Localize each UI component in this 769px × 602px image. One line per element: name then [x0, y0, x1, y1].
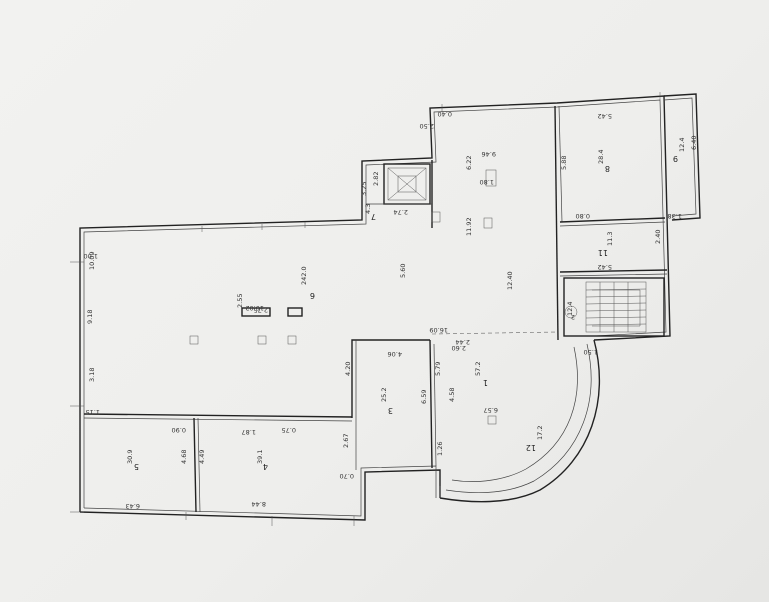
label-area-11: 11.3 — [606, 232, 614, 246]
room-labels: 6 242.0 1 57.2 3 25.2 4 39.1 5 30.9 7 4.… — [126, 138, 686, 471]
window-ticks — [70, 92, 661, 526]
label-room-1: 1 — [483, 378, 488, 387]
label-area-3: 25.2 — [380, 388, 388, 402]
label-area-5: 30.9 — [126, 450, 134, 464]
dim-918: 9.18 — [86, 310, 94, 324]
dim-267: 2.67 — [342, 434, 350, 448]
stair-marker: 2 — [564, 305, 578, 321]
dim-138: 1.38 — [668, 212, 682, 220]
dim-542-top: 5.42 — [598, 112, 612, 120]
dim-250: 2.50 — [420, 122, 434, 130]
dim-040: 0.40 — [438, 110, 452, 118]
dim-406: 4.06 — [388, 350, 402, 358]
label-room-8: 8 — [605, 164, 610, 173]
dim-070: 0.70 — [340, 472, 354, 480]
interior-walls — [83, 105, 668, 513]
label-area-8: 28.4 — [597, 150, 605, 164]
dim-449: 4.49 — [198, 450, 206, 464]
label-room-7: 7 — [371, 212, 376, 221]
label-room-11: 11 — [598, 248, 608, 257]
columns — [189, 169, 497, 425]
dim-150: 1.50 — [584, 348, 598, 356]
dim-244: 2.44 — [456, 338, 470, 346]
dim-255: 2.55 — [236, 294, 244, 308]
label-room-4: 4 — [263, 462, 268, 471]
label-area-1: 57.2 — [474, 362, 482, 376]
dim-420: 4.20 — [344, 362, 352, 376]
label-area-9: 12.4 — [678, 138, 686, 152]
label-room-9: 9 — [673, 154, 678, 163]
dim-274: 2.74 — [394, 208, 408, 216]
dim-080: 0.80 — [576, 212, 590, 220]
dimension-labels: 9.46 5.42 5.42 6.22 5.88 11.92 12.40 5.6… — [84, 110, 698, 510]
dim-946: 9.46 — [482, 150, 496, 158]
label-stair-area: 12.4 — [566, 302, 574, 316]
dim-659: 6.59 — [420, 390, 428, 404]
dim-622: 6.22 — [465, 156, 473, 170]
dim-542-mid: 5.42 — [598, 263, 612, 271]
dim-844: 8.44 — [252, 500, 266, 508]
label-room-3: 3 — [388, 406, 393, 415]
dim-1240: 12.40 — [506, 271, 514, 290]
room-7-shaft — [366, 163, 432, 205]
label-room-main: 6 — [310, 291, 315, 300]
dim-468: 4.68 — [180, 450, 188, 464]
dim-090: 0.90 — [172, 426, 186, 434]
dim-325: 3.25 — [360, 182, 368, 196]
label-room-12: 12 — [526, 443, 536, 452]
dim-260: 2.60 — [452, 344, 466, 352]
label-area-main: 242.0 — [300, 266, 308, 285]
dim-640: 6.40 — [690, 136, 698, 150]
stair-marker-label: 2 — [571, 313, 575, 321]
dim-579: 5.79 — [434, 362, 442, 376]
dim-560: 5.60 — [399, 264, 407, 278]
dim-187: 1.87 — [242, 428, 256, 436]
dim-1192: 11.92 — [465, 217, 473, 236]
dim-282: 2.82 — [372, 172, 380, 186]
dim-318: 3.18 — [88, 368, 96, 382]
dim-588: 5.88 — [560, 156, 568, 170]
dim-643: 6.43 — [126, 502, 140, 510]
dim-657: 6.57 — [484, 406, 498, 414]
dim-1002: 10.02 — [245, 304, 264, 312]
label-area-12: 17.2 — [536, 426, 544, 440]
dim-240: 2.40 — [654, 230, 662, 244]
dim-1009: 10.09 — [88, 251, 96, 270]
dim-458: 4.58 — [448, 388, 456, 402]
dim-100: 1.00 — [84, 252, 98, 260]
label-area-7: 4.3 — [364, 204, 372, 214]
dim-126: 1.26 — [436, 442, 444, 456]
label-room-5: 5 — [134, 462, 139, 471]
dim-275: 2.75 — [254, 306, 268, 314]
dim-115: 1.15 — [86, 408, 100, 416]
label-area-4: 39.1 — [256, 450, 264, 464]
dim-1609: 16.09 — [429, 326, 448, 334]
dim-180: 1.80 — [480, 178, 494, 186]
outer-walls — [79, 93, 701, 521]
dim-075: 0.75 — [282, 426, 296, 434]
stair-steps — [585, 282, 647, 332]
